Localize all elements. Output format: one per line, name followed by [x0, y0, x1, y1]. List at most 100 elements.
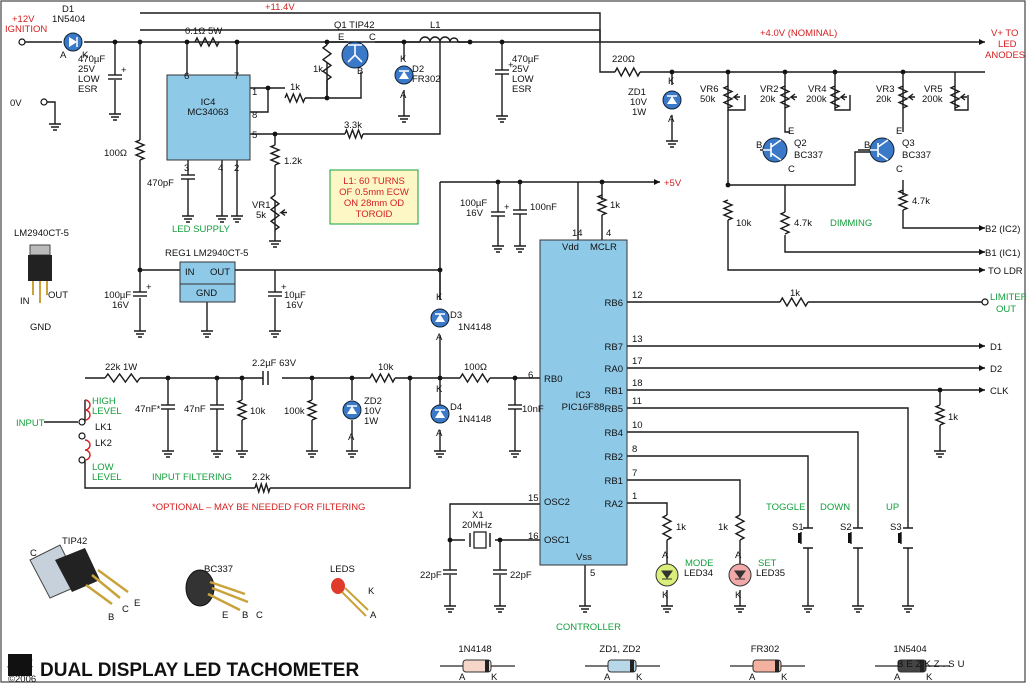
diode-legend-title: 1N5404 — [893, 644, 926, 655]
ground-symbol — [444, 600, 456, 613]
ic3-right-pin-num: 12 — [632, 290, 643, 301]
tip42-title: TIP42 — [62, 536, 87, 547]
r1k-mclr-label: 1k — [610, 200, 620, 211]
d2-label: D2 — [412, 64, 424, 75]
d2-part: FR302 — [412, 74, 441, 85]
net-label-12v: +12V — [12, 14, 35, 25]
lm2940-pin: GND — [30, 322, 51, 333]
ground-symbol — [211, 445, 223, 458]
pin-letter: A — [735, 550, 742, 561]
resistor — [722, 199, 734, 221]
vr1-value: 5k — [256, 210, 266, 221]
wire — [327, 72, 362, 99]
resistor — [934, 404, 946, 426]
s1-label: S1 — [792, 522, 804, 533]
reg-pin-in: IN — [185, 267, 195, 278]
diode-legend-title: 1N4148 — [458, 644, 491, 655]
vr1-label: VR1 — [252, 200, 270, 211]
c470a-label: ESR — [78, 84, 98, 95]
c22p-b-label: 22pF — [510, 570, 532, 581]
led35-label: LED35 — [756, 568, 785, 579]
label-toggle: TOGGLE — [766, 502, 805, 513]
tip42-pin: C — [30, 548, 37, 559]
ic4-pin: 3 — [184, 163, 189, 174]
label-up: UP — [886, 502, 899, 513]
ic3-vdd: Vdd — [562, 242, 579, 253]
r220-label: 220Ω — [612, 54, 635, 65]
label-set: SET — [758, 558, 777, 569]
r1k-q1-label: 1k — [313, 64, 323, 75]
ic3-label: IC3 — [576, 390, 591, 401]
leds-pin: K — [368, 586, 375, 597]
c22p-a-label: 22pF — [420, 570, 442, 581]
ic3-pin4: 4 — [606, 228, 611, 239]
r22k-label: 22k 1W — [105, 362, 137, 373]
pin-letter: A — [668, 114, 675, 125]
svg-text:+: + — [146, 282, 152, 293]
ic3-right-pin-name: RB4 — [605, 428, 623, 439]
net-label-led: LED — [998, 39, 1017, 50]
vr5-label: VR5 — [924, 84, 942, 95]
r1k-led-a-label: 1k — [676, 522, 686, 533]
net-label-low-level: LEVEL — [92, 472, 122, 483]
junction-dot — [265, 85, 271, 91]
diode-legend-a: A — [604, 672, 611, 683]
electrolytic-capacitor: + — [133, 282, 152, 297]
inductor-note-box — [329, 169, 419, 225]
ic3-right-pin-num: 8 — [632, 444, 637, 455]
ground-symbol — [802, 600, 814, 613]
net-label-high: HIGH — [92, 396, 116, 407]
diode-legend-title: ZD1, ZD2 — [599, 644, 640, 655]
net-label-11v4: +11.4V — [265, 2, 295, 13]
diode-legend-title: FR302 — [751, 644, 780, 655]
net-label-4v: +4.0V (NOMINAL) — [760, 28, 837, 39]
d4-label: D4 — [450, 402, 462, 413]
diode-legend-icon — [875, 659, 950, 673]
resistor — [254, 481, 271, 495]
leds-pin: A — [370, 610, 377, 621]
arrow — [979, 387, 985, 393]
vr6-value: 50k — [700, 94, 716, 105]
tip42-pin: E — [134, 598, 140, 609]
pin-letter: A — [348, 432, 355, 443]
net-label-low: LOW — [92, 462, 114, 473]
pin-letter: A — [436, 332, 443, 343]
diode-legend-icon — [585, 659, 660, 673]
c10u-volt: 16V — [286, 300, 304, 311]
tip42-pin: C — [122, 604, 129, 615]
electrolytic-capacitor: + — [268, 282, 287, 297]
resistor — [134, 139, 146, 161]
junction-dot — [112, 39, 118, 45]
ic4-pin: 2 — [234, 163, 239, 174]
wire — [627, 431, 859, 520]
terminal — [40, 98, 48, 106]
ground-symbol — [934, 445, 946, 458]
ground-symbol — [514, 240, 526, 253]
capacitor — [513, 209, 527, 215]
s3-label: S3 — [890, 522, 902, 533]
r1k-clk-label: 1k — [948, 412, 958, 423]
diode — [394, 65, 414, 85]
d1-cathode: K — [82, 50, 89, 61]
ic4-part: MC34063 — [187, 107, 228, 118]
d1-label: D1 — [62, 4, 74, 15]
reg1-label: REG1 LM2940CT-5 — [165, 248, 248, 259]
x1-freq: 20MHz — [462, 520, 492, 531]
ic3-right-pin-name: RB7 — [605, 342, 623, 353]
resistor — [459, 372, 491, 384]
capacitor — [161, 404, 175, 410]
ic3-pin5: 5 — [590, 568, 595, 579]
resistor — [269, 144, 281, 166]
ground-symbol — [434, 445, 446, 458]
junction-dot — [467, 39, 473, 45]
terminal — [78, 432, 86, 440]
wire — [47, 101, 56, 118]
logo-year: ©2006 — [8, 674, 36, 683]
led — [655, 563, 679, 587]
pin-letter: E — [788, 126, 794, 137]
c10n-label: 10nF — [522, 404, 544, 415]
pin-letter: E — [338, 32, 344, 43]
diode-legend-k: K — [636, 672, 643, 683]
c100n-label: 100nF — [530, 202, 557, 213]
